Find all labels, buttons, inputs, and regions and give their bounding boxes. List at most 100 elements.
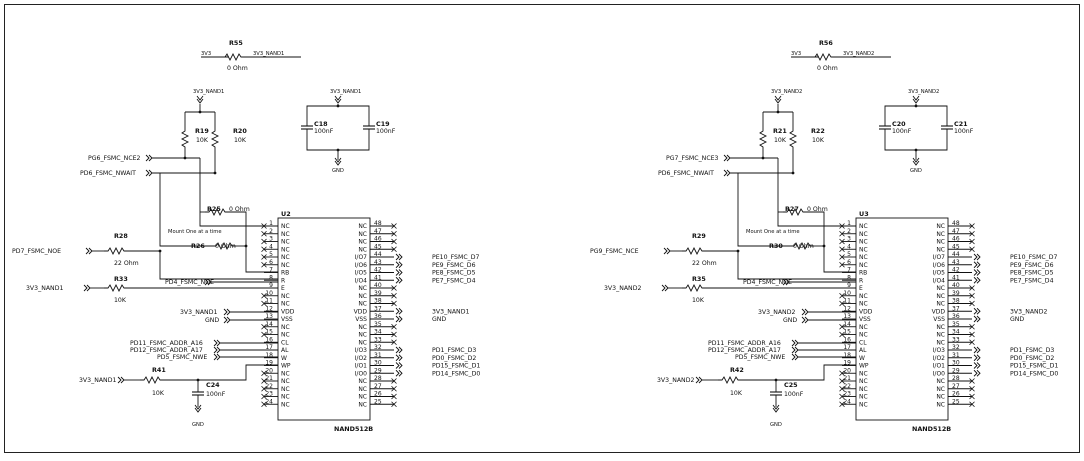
pin-name: NC	[859, 254, 868, 261]
chip-ref-designator: U2	[281, 210, 291, 218]
pin-number: 15	[843, 329, 851, 336]
wire-wp	[742, 364, 856, 381]
pin-number: 28	[374, 375, 382, 382]
pin-number: 26	[374, 391, 382, 398]
net-port-chevron	[223, 308, 228, 316]
link-resistor	[220, 53, 246, 61]
ref-designator: C18	[314, 120, 328, 128]
net-port-icon	[973, 346, 981, 354]
pin-number: 8	[847, 274, 851, 281]
ref-designator: C20	[892, 120, 906, 128]
pin-name: NC	[859, 401, 868, 408]
pin-name: NC	[281, 301, 290, 308]
pin-name: I/O3	[355, 347, 368, 354]
net-port-icon	[695, 376, 703, 384]
pin-number: 43	[952, 259, 960, 266]
pin-number: 44	[374, 251, 382, 258]
pin-name: NC	[859, 324, 868, 331]
value-label: 0 Ohm	[807, 206, 828, 213]
chip-ref-designator: U3	[859, 210, 869, 218]
net-port-icon	[213, 346, 221, 354]
net-port-chevron	[973, 276, 978, 284]
net-port-icon	[661, 284, 669, 292]
net-label-power: GND	[1010, 316, 1024, 323]
pin-number: 4	[269, 243, 273, 250]
pullup-resistor-a	[181, 123, 189, 155]
net-port-icon	[973, 307, 981, 315]
pin-number: 20	[265, 367, 273, 374]
pin-name: NC	[358, 339, 367, 346]
note-mount: Mount One at a time	[168, 229, 222, 235]
pin-name: WP	[859, 363, 869, 370]
pin-name: NC	[281, 223, 290, 230]
ref-designator: R41	[152, 366, 166, 374]
ref-designator: R21	[773, 127, 787, 135]
wire	[306, 104, 339, 118]
pin-number: 38	[374, 298, 382, 305]
ground-icon	[334, 155, 342, 166]
power-arrow-icon	[774, 95, 782, 104]
pin-number: 39	[952, 290, 960, 297]
pin-name: NC	[358, 394, 367, 401]
net-label-data: PE8_FSMC_D5	[432, 270, 476, 277]
pin-number: 5	[269, 251, 273, 258]
net-port-chevron	[398, 269, 403, 276]
pin-name: NC	[281, 324, 290, 331]
pin-name: NC	[358, 231, 367, 238]
net-label-data: PE9_FSMC_D6	[432, 262, 476, 269]
net-label-data: PE7_FSMC_D4	[432, 277, 476, 284]
net-port-chevron	[398, 253, 403, 261]
pin-number: 6	[269, 259, 273, 266]
net-label-data: PD15_FSMC_D1	[1010, 363, 1058, 370]
link-resistor	[810, 53, 836, 61]
net-port-icon	[973, 354, 981, 362]
net-label-gnd: GND	[783, 317, 797, 324]
junction-dot	[198, 110, 202, 114]
value-label: 10K	[730, 390, 743, 397]
pin-number: 12	[265, 305, 273, 312]
pin-name: I/O1	[355, 363, 368, 370]
net-label-power: 3V3_NAND1	[432, 308, 469, 315]
pin-number: 15	[265, 329, 273, 336]
pin-number: 18	[265, 352, 273, 359]
junction-dot	[336, 104, 340, 108]
net-port-icon	[791, 339, 799, 347]
pin-number: 20	[843, 367, 851, 374]
pin-number: 48	[952, 220, 960, 227]
pin-number: 2	[847, 228, 851, 235]
pin-number: 35	[374, 321, 382, 328]
net-port-chevron	[398, 307, 403, 315]
net-port-icon	[973, 269, 981, 276]
pin-name: NC	[358, 386, 367, 393]
pin-name: E	[281, 285, 285, 292]
net-label-vdd: 3V3_NAND2	[758, 309, 795, 316]
junction-dot	[736, 249, 740, 253]
pin-number: 17	[843, 344, 851, 351]
net-label-w: PD5_FSMC_NWE	[157, 354, 207, 361]
net-port-icon	[213, 353, 221, 361]
net-port-chevron	[976, 253, 981, 261]
pin-name: VDD	[354, 308, 368, 315]
wp-capacitor	[191, 383, 205, 404]
net-port-chevron	[976, 354, 981, 362]
pin-name: AL	[859, 347, 867, 354]
pin-name: NC	[859, 239, 868, 246]
pin-name: NC	[859, 370, 868, 377]
value-label: 0 Ohm	[229, 206, 250, 213]
pin-name: NC	[936, 239, 945, 246]
pin-number: 34	[952, 329, 960, 336]
net-port-chevron	[695, 376, 700, 384]
ref-designator: C24	[206, 381, 220, 389]
pin-name: NC	[281, 262, 290, 269]
power-arrow-icon	[912, 95, 920, 104]
net-port-icon	[791, 346, 799, 354]
pin-number: 33	[374, 336, 382, 343]
net-label-rail: 3V3_NAND1	[26, 285, 63, 292]
pin-number: 31	[952, 352, 960, 359]
net-label-data: PE7_FSMC_D4	[1010, 277, 1054, 284]
pin-name: I/O0	[933, 370, 946, 377]
ref-designator: R42	[730, 366, 744, 374]
pin-name: I/O7	[933, 254, 946, 261]
net-port-icon	[973, 253, 981, 261]
